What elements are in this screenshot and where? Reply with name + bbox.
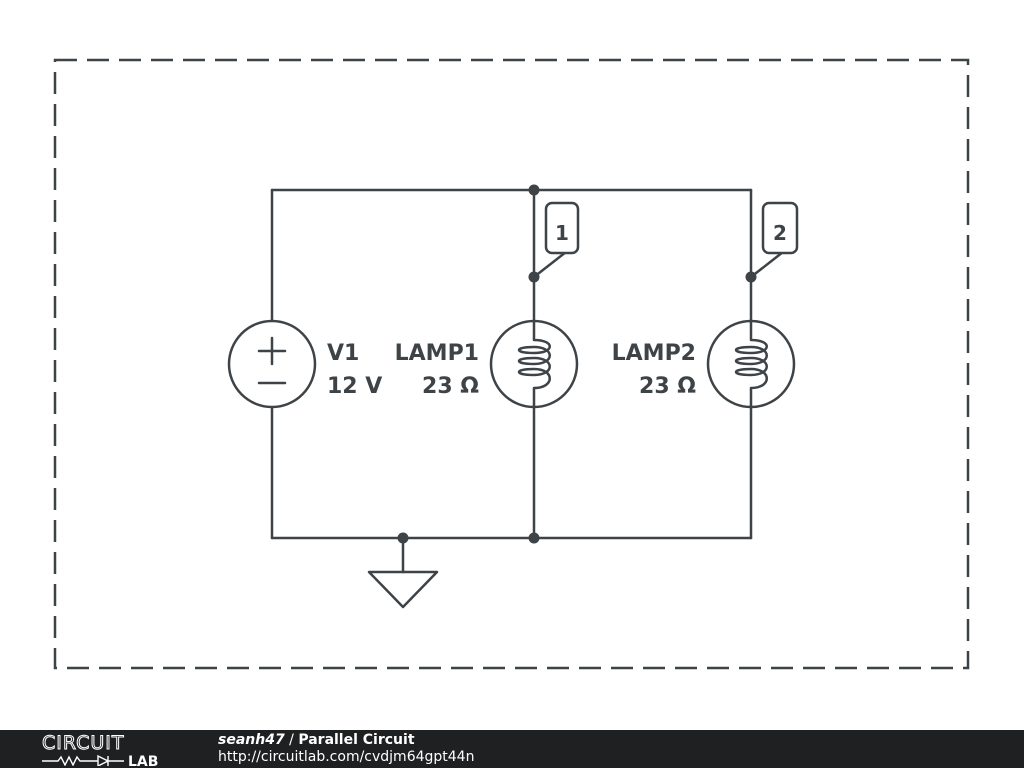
- circuit-url-link[interactable]: http://circuitlab.com/cvdjm64gpt44n: [218, 749, 475, 765]
- lamp1-name-label: LAMP1: [395, 341, 479, 366]
- schematic-canvas: 1 2 V1 12 V LAMP1 23 Ω LAMP2 23 Ω: [53, 58, 970, 670]
- lamp-2: [706, 319, 796, 409]
- lamp1-value-label: 23 Ω: [422, 374, 479, 399]
- node-tag-2-label: 2: [773, 221, 787, 245]
- lamp-1-filament-icon: [517, 319, 551, 409]
- junction-bottom-middle: [528, 532, 540, 544]
- circuit-title[interactable]: Parallel Circuit: [298, 732, 415, 748]
- lamp-1: [489, 319, 579, 409]
- node-tag-1-label: 1: [555, 221, 569, 245]
- node-tag-1: 1: [532, 201, 580, 279]
- logo-resistor-diode-icon: [42, 754, 124, 766]
- lamp2-value-label: 23 Ω: [639, 374, 696, 399]
- footer-title-line: seanh47 / Parallel Circuit: [218, 732, 474, 749]
- footer-bar: CIRCUIT LAB seanh47 / Parallel Circuit h…: [0, 730, 1024, 768]
- circuitlab-logo[interactable]: CIRCUIT LAB: [40, 732, 180, 766]
- footer-separator: /: [284, 732, 299, 748]
- schematic-frame: [53, 58, 970, 670]
- plus-icon: [257, 336, 287, 366]
- lamp2-name-label: LAMP2: [612, 341, 696, 366]
- logo-circuit-text: CIRCUIT: [42, 732, 125, 754]
- v1-value-label: 12 V: [327, 374, 382, 399]
- junction-ground: [397, 532, 409, 544]
- v1-name-label: V1: [327, 341, 359, 366]
- node-tag-2: 2: [749, 201, 799, 279]
- author-link[interactable]: seanh47: [218, 732, 285, 748]
- footer-text: seanh47 / Parallel Circuit http://circui…: [218, 732, 474, 766]
- logo-lab-text: LAB: [128, 754, 158, 766]
- junction-top: [528, 184, 540, 196]
- voltage-source-v1: [227, 319, 317, 409]
- ground-icon: [367, 570, 439, 609]
- lamp-2-filament-icon: [734, 319, 768, 409]
